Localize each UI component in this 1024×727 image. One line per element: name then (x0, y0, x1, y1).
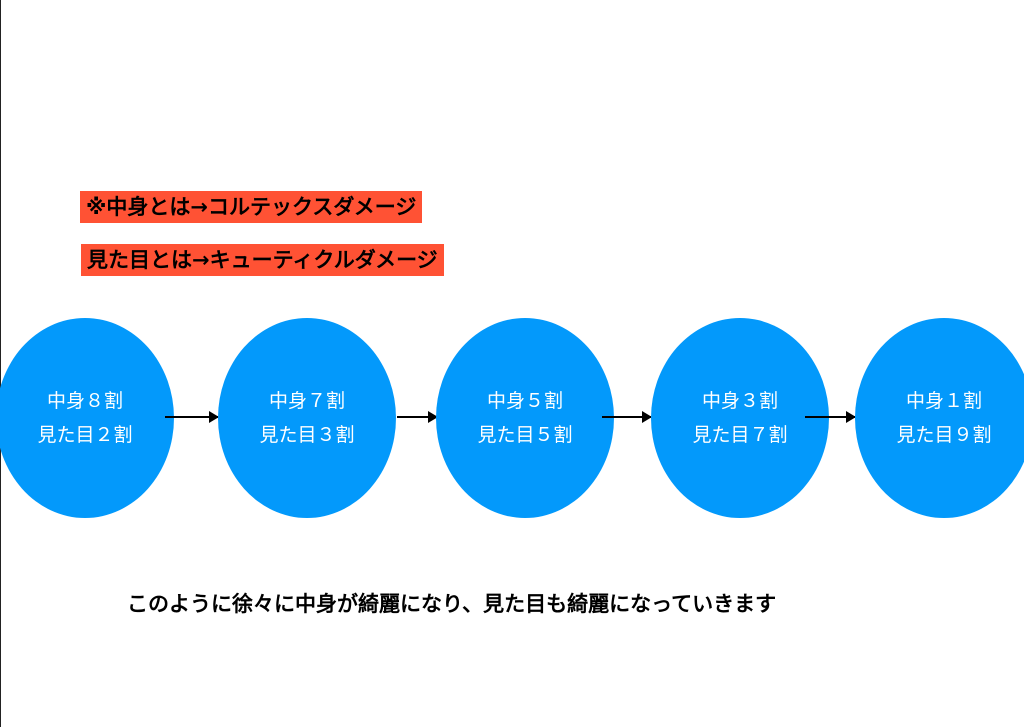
arrow-1 (165, 411, 219, 423)
left-border (0, 0, 1, 727)
stage-outside: 見た目３割 (259, 424, 355, 446)
stage-inside: 中身７割 (268, 390, 345, 412)
stage-circle-1: 中身８割 見た目２割 (0, 318, 174, 518)
stage-inside: 中身１割 (905, 390, 982, 412)
stage-outside: 見た目２割 (37, 424, 133, 446)
stage-circle-4: 中身３割 見た目７割 (651, 318, 829, 518)
stage-inside: 中身３割 (701, 390, 778, 412)
stage-circle-3: 中身５割 見た目５割 (436, 318, 614, 518)
summary-text: このように徐々に中身が綺麗になり、見た目も綺麗になっていきます (127, 592, 777, 616)
stage-inside: 中身５割 (486, 390, 563, 412)
note-cuticle-damage: 見た目とは→キューティクルダメージ (81, 244, 444, 276)
arrow-3 (602, 411, 652, 423)
stage-outside: 見た目９割 (896, 424, 992, 446)
stage-circle-2: 中身７割 見た目３割 (218, 318, 396, 518)
stage-inside: 中身８割 (46, 390, 123, 412)
arrow-2 (397, 411, 438, 423)
stage-circle-5: 中身１割 見た目９割 (855, 318, 1024, 518)
arrow-4 (805, 411, 856, 423)
note-cortex-damage: ※中身とは→コルテックスダメージ (80, 191, 423, 223)
stage-outside: 見た目５割 (477, 424, 573, 446)
stage-outside: 見た目７割 (692, 424, 788, 446)
